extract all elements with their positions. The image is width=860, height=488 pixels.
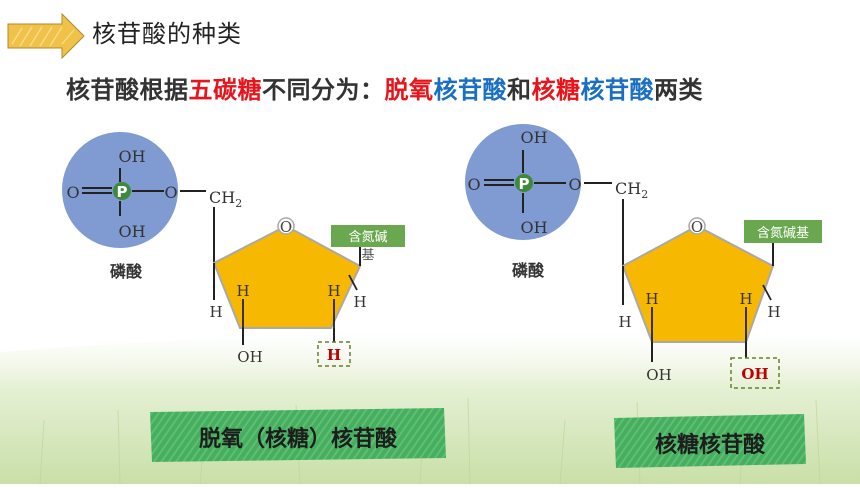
deoxyribonucleotide-diagram: OH P OH O O 磷酸 CH2 O 含氮碱 基 H H — [62, 132, 446, 462]
left-oh-bottom: OH — [118, 222, 145, 241]
right-ring-o: O — [691, 218, 703, 236]
left-deoxyribose-ring — [212, 224, 362, 329]
title-arrow-icon — [7, 12, 85, 60]
right-o-right: O — [568, 175, 581, 194]
right-h-c2: H — [739, 290, 752, 308]
left-ring-o: O — [280, 218, 292, 236]
left-o-right: O — [164, 183, 177, 202]
left-h-c3: H — [236, 282, 249, 300]
headline-pentose: 五碳糖 — [188, 76, 262, 104]
headline-two-types: 两类 — [654, 76, 703, 104]
right-oh-bottom: OH — [520, 218, 547, 237]
left-banner-label: 脱氧（核糖）核苷酸 — [199, 426, 398, 452]
right-base-box — [744, 220, 822, 243]
right-banner-label: 核糖核苷酸 — [655, 432, 766, 458]
right-oh-highlight: OH — [741, 365, 768, 383]
right-h-c1: H — [767, 303, 780, 321]
svg-text:CH2: CH2 — [615, 179, 648, 201]
left-oh-top: OH — [118, 147, 145, 166]
right-ch2-label: CH — [615, 179, 641, 198]
headline-ribose: 核糖 — [531, 76, 581, 104]
ribonucleotide-diagram: OH P OH O O 磷酸 CH2 O 含氮碱基 H H OH H — [465, 124, 822, 468]
headline-nucleotide-2: 核苷酸 — [580, 76, 654, 104]
slide-title: 核苷酸的种类 — [92, 20, 242, 48]
right-h-c3: H — [645, 290, 658, 308]
headline: 核苷酸根据五碳糖不同分为：脱氧核苷酸和核糖核苷酸两类 — [66, 70, 703, 105]
svg-text:CH2: CH2 — [209, 188, 242, 210]
left-h-c2: H — [327, 282, 340, 300]
right-p-symbol: P — [519, 175, 530, 193]
left-oh-c3: OH — [237, 348, 262, 366]
left-o-left: O — [66, 183, 79, 202]
left-banner: 脱氧（核糖）核苷酸 — [150, 408, 446, 462]
left-p-symbol: P — [117, 183, 128, 201]
right-phosphate-group: OH P OH O O — [465, 124, 582, 240]
left-phosphate-label: 磷酸 — [110, 262, 143, 281]
right-h-c4: H — [618, 313, 631, 331]
headline-deoxy: 脱氧 — [384, 76, 434, 104]
headline-nucleotide-1: 核苷酸 — [433, 76, 507, 104]
left-ch2-label: CH — [209, 188, 235, 207]
left-base-box — [331, 225, 405, 247]
left-base-label-line2: 基 — [361, 248, 374, 263]
right-base-label: 含氮碱基 — [757, 225, 809, 241]
left-base-label-line1: 含氮碱 — [348, 229, 387, 245]
right-phosphate-label: 磷酸 — [512, 261, 545, 280]
right-banner: 核糖核苷酸 — [614, 414, 806, 468]
right-ch2-subscript: 2 — [641, 188, 648, 201]
right-highlight-box — [730, 357, 780, 389]
left-highlight-box — [317, 341, 351, 367]
left-h-highlight: H — [327, 346, 341, 364]
headline-and: 和 — [507, 76, 532, 104]
left-ch2-subscript: 2 — [235, 197, 242, 210]
right-o-left: O — [467, 175, 480, 194]
left-h-c4: H — [209, 303, 222, 321]
left-h-c1: H — [353, 293, 366, 311]
right-oh-c3: OH — [646, 366, 671, 384]
headline-part3: 不同分为： — [262, 76, 385, 104]
left-phosphate-group: OH P OH O O — [62, 132, 178, 248]
right-ribose-ring — [621, 224, 775, 343]
headline-part1: 核苷酸根据 — [66, 76, 189, 104]
right-oh-top: OH — [520, 128, 547, 147]
